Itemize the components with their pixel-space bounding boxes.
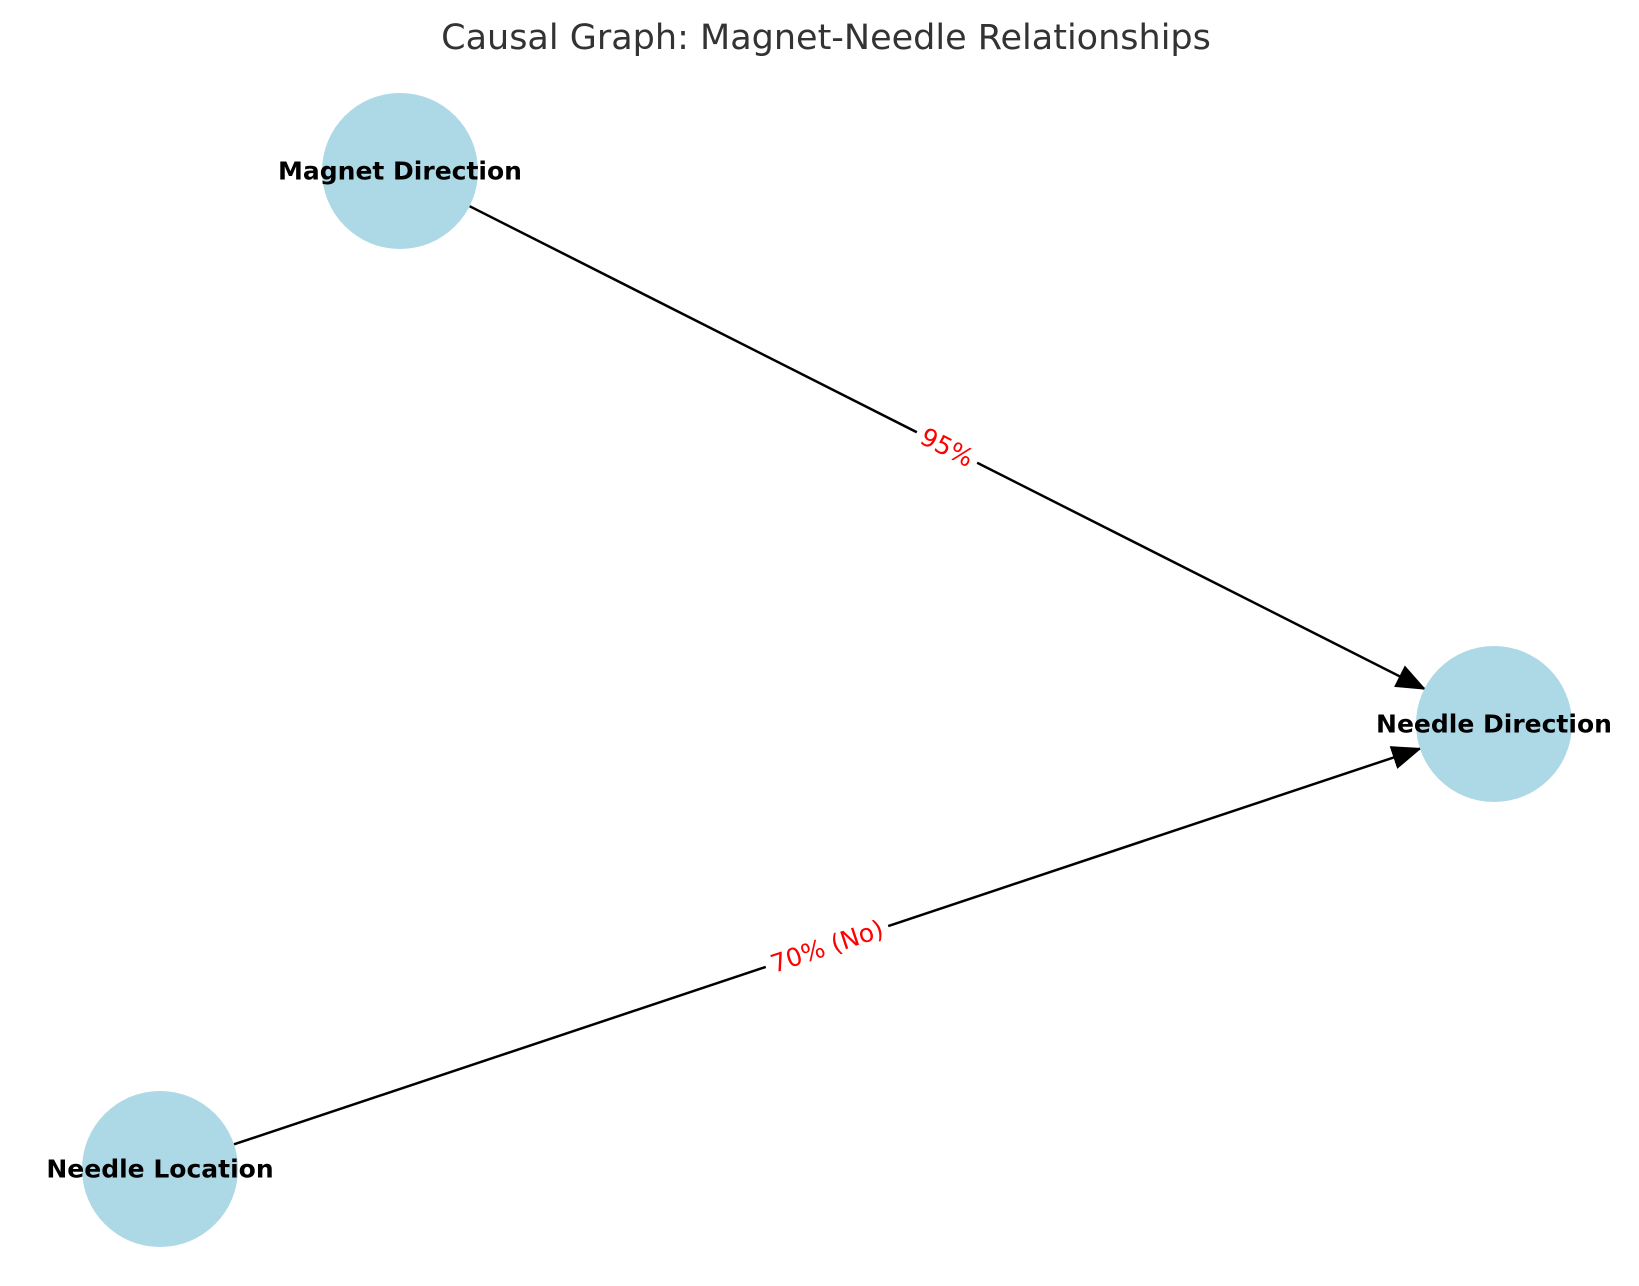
node-circle <box>322 93 478 249</box>
edge-label: 95% <box>909 417 985 478</box>
edge-magnet-to-needle-direction: 95% <box>469 205 1427 690</box>
edge-label-background <box>760 910 894 983</box>
graph-title: Causal Graph: Magnet-Needle Relationship… <box>441 18 1211 58</box>
edge-needle-location-to-needle-direction: 70% (No) <box>233 746 1422 1146</box>
edge-label-background <box>909 417 985 478</box>
node-circle <box>82 1091 238 1247</box>
node-needle-location: Needle Location <box>46 1091 274 1247</box>
node-circle <box>1416 646 1572 802</box>
node-label: Needle Direction <box>1376 710 1612 739</box>
node-magnet-direction: Magnet Direction <box>278 93 522 249</box>
node-label: Magnet Direction <box>278 157 522 186</box>
node-label: Needle Location <box>46 1155 273 1184</box>
edge-label-text: 70% (No) <box>767 914 887 979</box>
edge-label: 70% (No) <box>760 910 894 983</box>
node-needle-direction: Needle Direction <box>1376 646 1612 802</box>
